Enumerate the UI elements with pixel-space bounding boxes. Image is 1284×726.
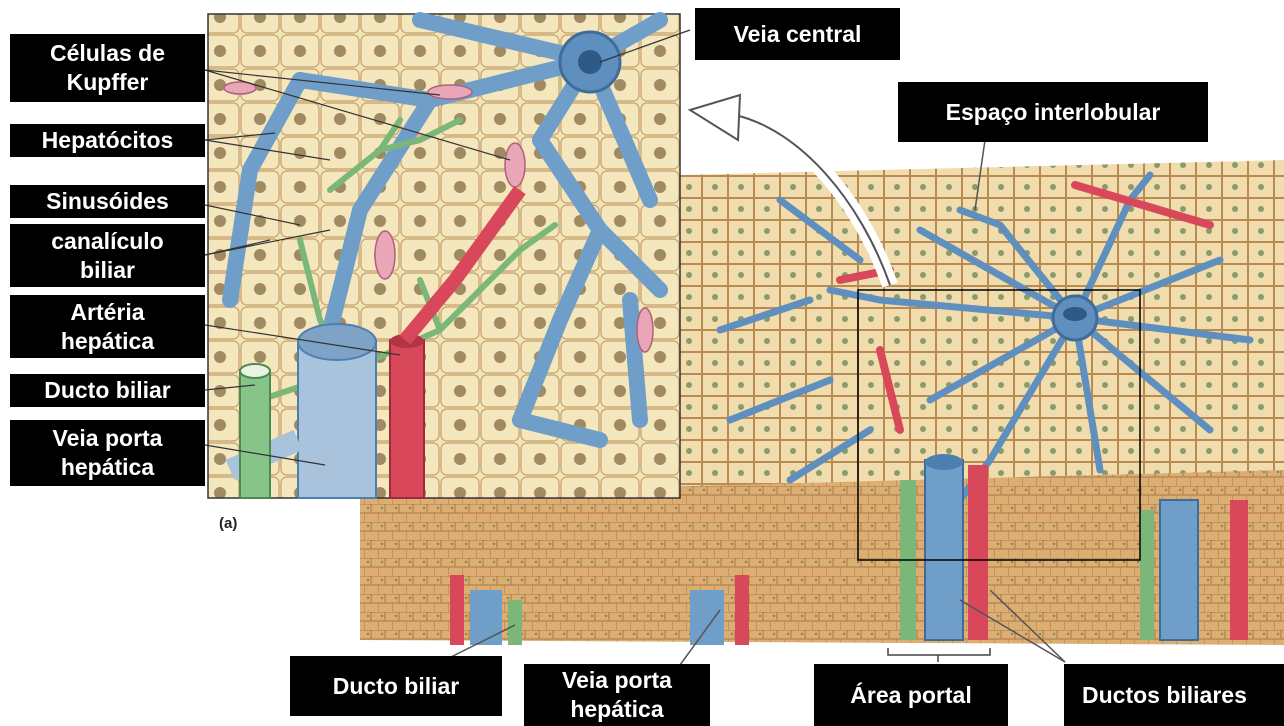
label-interlobular-space: Espaço interlobular (898, 82, 1208, 142)
label-bile-duct-bottom-text: Ducto biliar (333, 672, 460, 701)
label-kupffer-line1: Células de (50, 39, 165, 68)
label-hepatocytes: Hepatócitos (10, 124, 205, 157)
label-bile-duct-left-text: Ducto biliar (44, 376, 171, 405)
label-bile-duct-bottom: Ducto biliar (290, 656, 502, 716)
label-bile-ducts-text: Ductos biliares (1082, 681, 1247, 710)
label-kupffer-line2: Kupffer (67, 68, 149, 97)
label-hepatic-portal-vein-left: Veia porta hepática (10, 420, 205, 486)
label-sinusoids-text: Sinusóides (46, 187, 169, 216)
label-kupffer-cells: Células de Kupffer (10, 34, 205, 102)
label-bile-canaliculus: canalículo biliar (10, 224, 205, 287)
label-hepatic-portal-vein-bottom: Veia porta hepática (524, 664, 710, 726)
panel-letter: (a) (219, 515, 237, 532)
hepatic-artery-inset (390, 340, 424, 498)
label-bile-duct-left: Ducto biliar (10, 374, 205, 407)
label-portal-area: Área portal (814, 664, 1008, 726)
bile-duct-inset (240, 370, 270, 498)
magnified-inset (205, 14, 690, 498)
portal-vein-inset (298, 340, 376, 498)
label-sinusoids: Sinusóides (10, 185, 205, 218)
label-interlobular-space-text: Espaço interlobular (946, 98, 1161, 127)
label-canaliculus-line2: biliar (80, 256, 135, 285)
label-hepatocytes-text: Hepatócitos (42, 126, 174, 155)
area-portal-brace (888, 648, 990, 662)
label-portal-vein-left-line2: hepática (61, 453, 154, 482)
label-central-vein-text: Veia central (734, 20, 862, 49)
label-portal-vein-left-line1: Veia porta (53, 424, 163, 453)
label-bile-ducts: Ductos biliares (1064, 664, 1284, 726)
label-artery-line1: Artéria (70, 298, 144, 327)
label-portal-area-text: Área portal (850, 681, 971, 710)
label-portal-vein-bottom-line2: hepática (570, 695, 663, 724)
label-central-vein: Veia central (695, 8, 900, 60)
label-hepatic-artery: Artéria hepática (10, 295, 205, 358)
label-canaliculus-line1: canalículo (51, 227, 163, 256)
label-portal-vein-bottom-line1: Veia porta (562, 666, 672, 695)
label-artery-line2: hepática (61, 327, 154, 356)
